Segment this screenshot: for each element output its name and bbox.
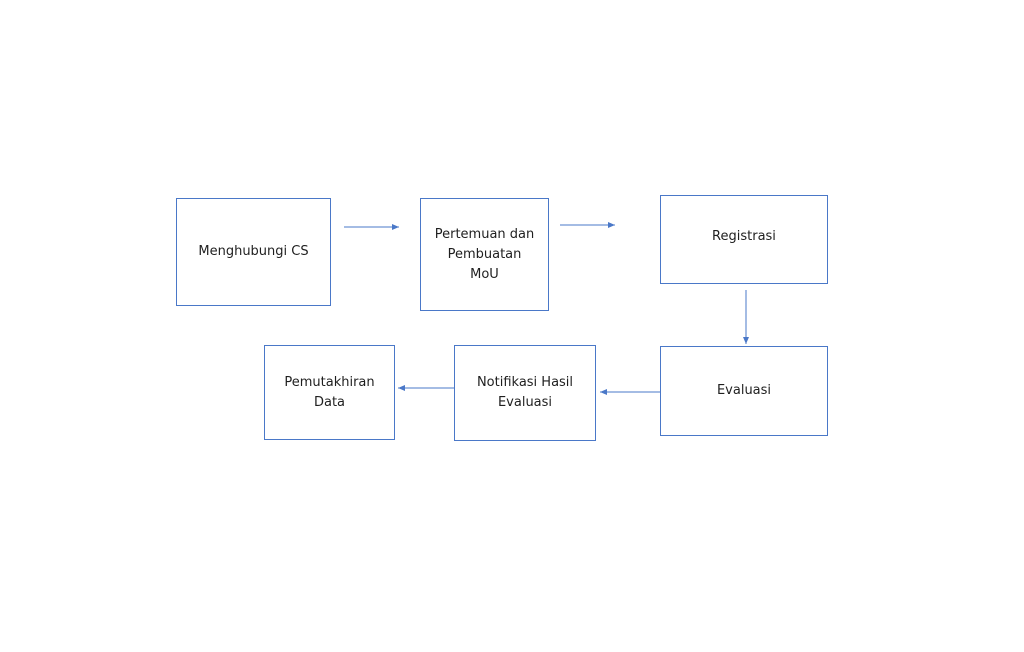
node-pemutakhiran-data: Pemutakhiran Data xyxy=(264,345,395,440)
node-evaluasi: Evaluasi xyxy=(660,346,828,436)
node-label: Pertemuan dan Pembuatan MoU xyxy=(434,226,535,282)
node-label: Evaluasi xyxy=(716,383,772,398)
node-pertemuan-mou: Pertemuan dan Pembuatan MoU xyxy=(420,198,549,311)
node-notifikasi-hasil-evaluasi: Notifikasi Hasil Evaluasi xyxy=(454,345,596,441)
node-label: Pemutakhiran Data xyxy=(284,374,375,410)
node-registrasi: Registrasi xyxy=(660,195,828,284)
node-label: Notifikasi Hasil Evaluasi xyxy=(476,375,574,410)
node-label: Registrasi xyxy=(712,229,776,244)
node-menghubungi-cs: Menghubungi CS xyxy=(176,198,331,306)
node-label: Menghubungi CS xyxy=(198,244,309,259)
